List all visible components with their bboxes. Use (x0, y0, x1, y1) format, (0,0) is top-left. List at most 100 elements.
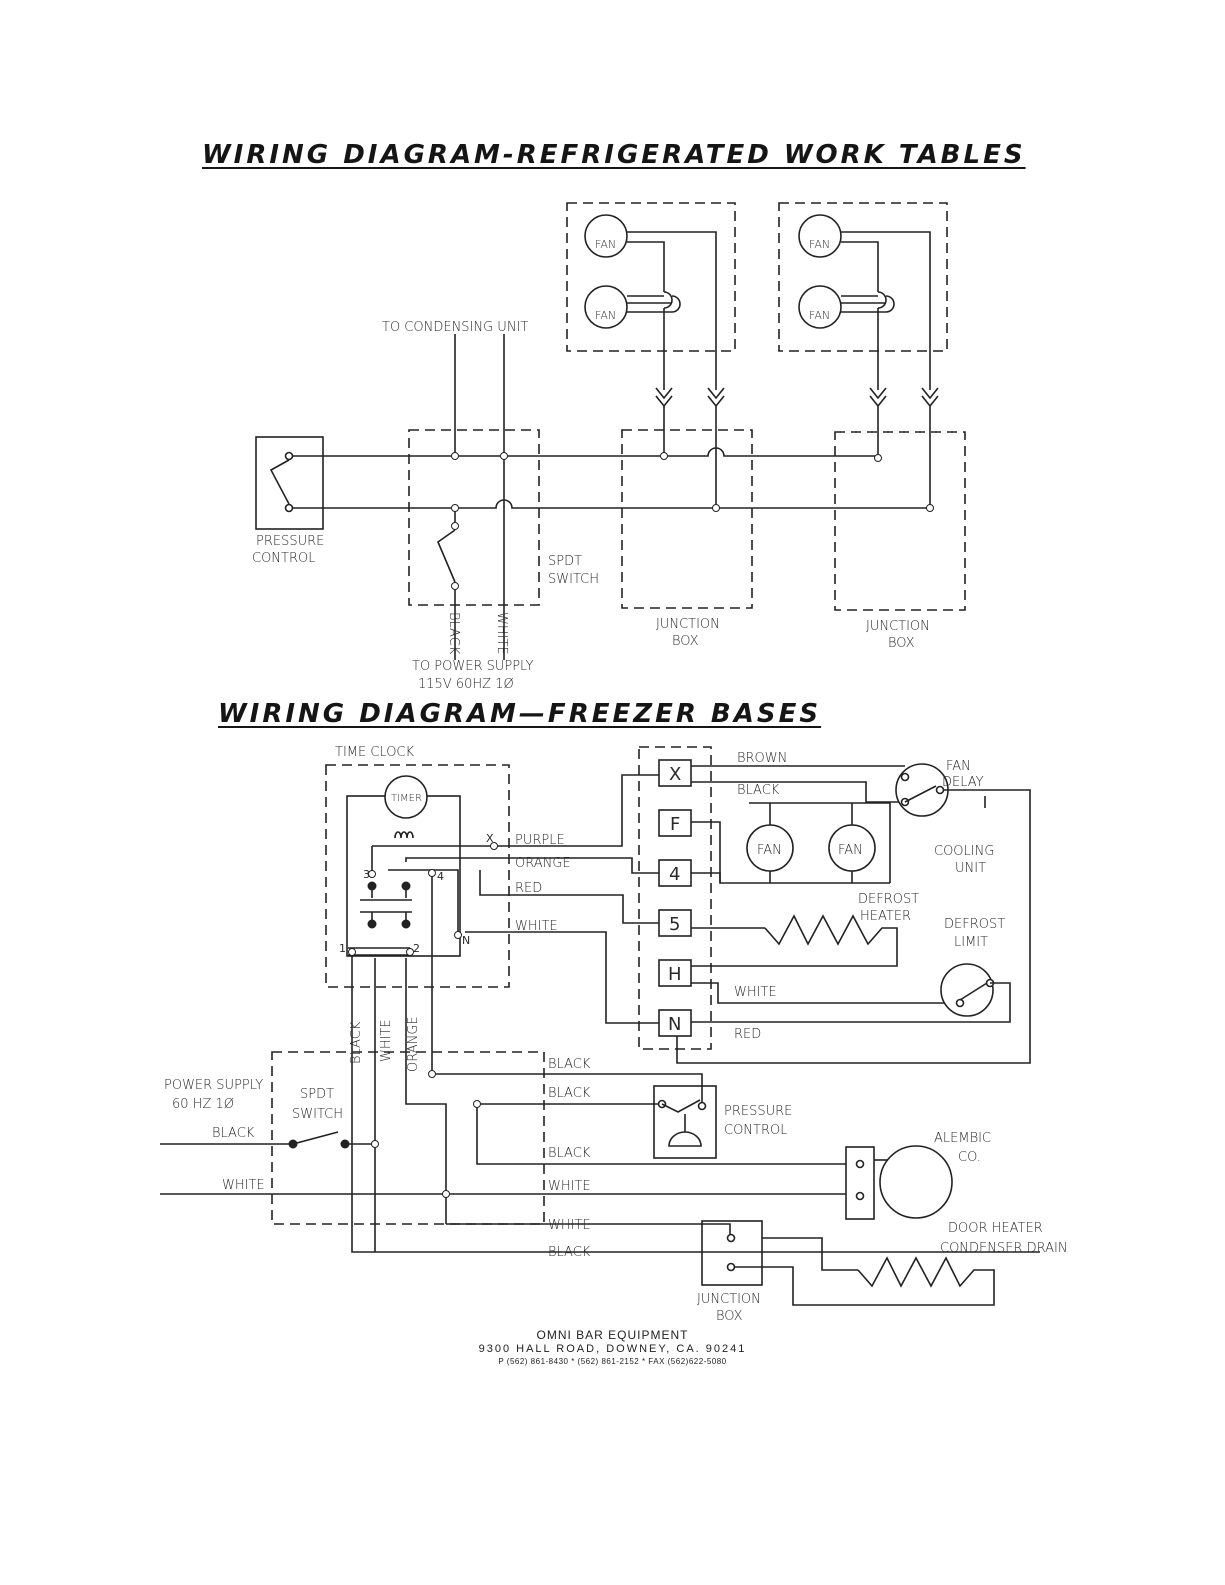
footer-phones: P (562) 861-8430 * (562) 861-2152 * FAX … (498, 1357, 727, 1366)
cooling-unit-label-1: COOLING (934, 844, 994, 859)
lower-pressure-control-label-2: CONTROL (724, 1123, 787, 1138)
time-clock-box (325, 764, 510, 988)
lower-power-supply-label-1: POWER SUPPLY (164, 1078, 263, 1093)
vertical-orange-label: ORANGE (406, 1016, 421, 1072)
power-supply-label-1: TO POWER SUPPLY (412, 659, 534, 674)
fan-label: FAN (595, 238, 616, 251)
timer-label: TIMER (391, 793, 422, 804)
compressor-icon (879, 1145, 953, 1219)
defrost-heater-label-2: HEATER (860, 909, 911, 924)
clock-pin-x: X (486, 832, 494, 845)
lower-switch-box (271, 1051, 545, 1225)
lower-spdt-label-1: SPDT (300, 1087, 334, 1102)
title-freezer-bases: WIRING DIAGRAM—FREEZER BASES (218, 699, 822, 729)
terminal-h-label: H (668, 964, 682, 985)
fan-delay-label-1: FAN (946, 759, 971, 774)
terminal-x (658, 759, 692, 787)
right-black-label-3: BLACK (548, 1146, 591, 1161)
lower-junction-box-label-1: JUNCTION (697, 1292, 761, 1307)
clock-pin-3: 3 (363, 868, 370, 881)
clock-pin-2: 2 (413, 942, 420, 955)
lower-junction-box-label-2: BOX (716, 1309, 743, 1324)
timer-inner-frame (346, 795, 461, 957)
terminal-f (658, 809, 692, 837)
right-black-label-2: BLACK (548, 1086, 591, 1101)
time-clock-label: TIME CLOCK (335, 745, 415, 760)
pressure-control-label-1: PRESSURE (256, 534, 324, 549)
fan-label: FAN (757, 843, 782, 858)
to-condensing-unit-label: TO CONDENSING UNIT (382, 320, 528, 335)
fan-enclosure-2 (778, 202, 948, 352)
footer-address: 9300 HALL ROAD, DOWNEY, CA. 90241 (478, 1343, 747, 1355)
door-heater-label-2: CONDENSER DRAIN (940, 1241, 1068, 1256)
bottom-black-label: BLACK (548, 1245, 591, 1260)
red-wire-n-label: RED (734, 1027, 761, 1042)
motor-terminal-box (845, 1146, 875, 1220)
defrost-limit-icon (940, 963, 994, 1017)
clock-pin-4: 4 (437, 870, 444, 883)
terminal-4 (658, 859, 692, 887)
terminal-4-label: 4 (669, 864, 680, 885)
lower-power-supply-label-2: 60 HZ 1Ø (172, 1097, 234, 1112)
red-wire-label: RED (515, 881, 542, 896)
fan-icon (798, 285, 842, 329)
compressor-label-2: CO. (958, 1150, 981, 1165)
white-wire-h-label: WHITE (734, 985, 777, 1000)
right-white-label-2: WHITE (548, 1218, 591, 1233)
purple-wire-label: PURPLE (515, 833, 565, 848)
spdt-label-1: SPDT (548, 554, 582, 569)
brown-wire-label: BROWN (737, 751, 787, 766)
junction-box-2 (834, 431, 966, 611)
clock-pin-n: N (462, 934, 470, 947)
defrost-limit-label-1: DEFROST (944, 917, 1005, 932)
fan-label: FAN (809, 238, 830, 251)
fan-label: FAN (809, 309, 830, 322)
right-black-label-1: BLACK (548, 1057, 591, 1072)
right-white-label-1: WHITE (548, 1179, 591, 1194)
lower-pressure-control-label-1: PRESSURE (724, 1104, 792, 1119)
footer-company: OMNI BAR EQUIPMENT (536, 1328, 689, 1342)
title-work-tables: WIRING DIAGRAM-REFRIGERATED WORK TABLES (202, 140, 1026, 170)
fan-delay-icon (895, 763, 949, 817)
junction-box-1-label-1: JUNCTION (656, 617, 720, 632)
terminal-n (658, 1009, 692, 1037)
timer-motor-icon (384, 775, 428, 819)
lower-spdt-label-2: SWITCH (292, 1107, 343, 1122)
terminal-h (658, 959, 692, 987)
junction-box-1-label-2: BOX (672, 634, 699, 649)
terminal-strip-box (638, 746, 712, 1050)
white-wire-label: WHITE (515, 919, 558, 934)
orange-wire-label: ORANGE (515, 856, 571, 871)
fan-icon (584, 214, 628, 258)
terminal-x-label: X (669, 764, 681, 785)
clock-pin-1: 1 (339, 942, 346, 955)
cooling-unit-label-2: UNIT (955, 861, 986, 876)
terminal-5 (658, 909, 692, 937)
fan-icon (798, 214, 842, 258)
junction-box-1 (621, 429, 753, 609)
terminal-f-label: F (670, 814, 680, 835)
door-heater-label-1: DOOR HEATER (948, 1221, 1043, 1236)
pressure-control-label-2: CONTROL (252, 551, 315, 566)
junction-box-2-label-2: BOX (888, 636, 915, 651)
black-wire-label: BLACK (446, 612, 461, 655)
terminal-5-label: 5 (669, 914, 680, 935)
compressor-label-1: ALEMBIC (934, 1131, 991, 1146)
junction-box-2-label-1: JUNCTION (866, 619, 930, 634)
defrost-limit-label-2: LIMIT (954, 935, 988, 950)
fan-icon (584, 285, 628, 329)
fan-delay-label-2: DELAY (942, 775, 984, 790)
fan-label: FAN (838, 843, 863, 858)
power-supply-label-2: 115V 60HZ 1Ø (418, 677, 514, 692)
fan-enclosure-1 (566, 202, 736, 352)
fan-icon (828, 824, 876, 872)
vertical-white-label: WHITE (379, 1019, 394, 1062)
pressure-control-box (255, 436, 324, 530)
terminal-n-label: N (668, 1014, 681, 1035)
fan-label: FAN (595, 309, 616, 322)
lower-pressure-control-box (653, 1085, 717, 1159)
left-black-label: BLACK (212, 1126, 255, 1141)
spdt-switch-box (408, 429, 540, 606)
white-wire-label: WHITE (494, 612, 509, 655)
